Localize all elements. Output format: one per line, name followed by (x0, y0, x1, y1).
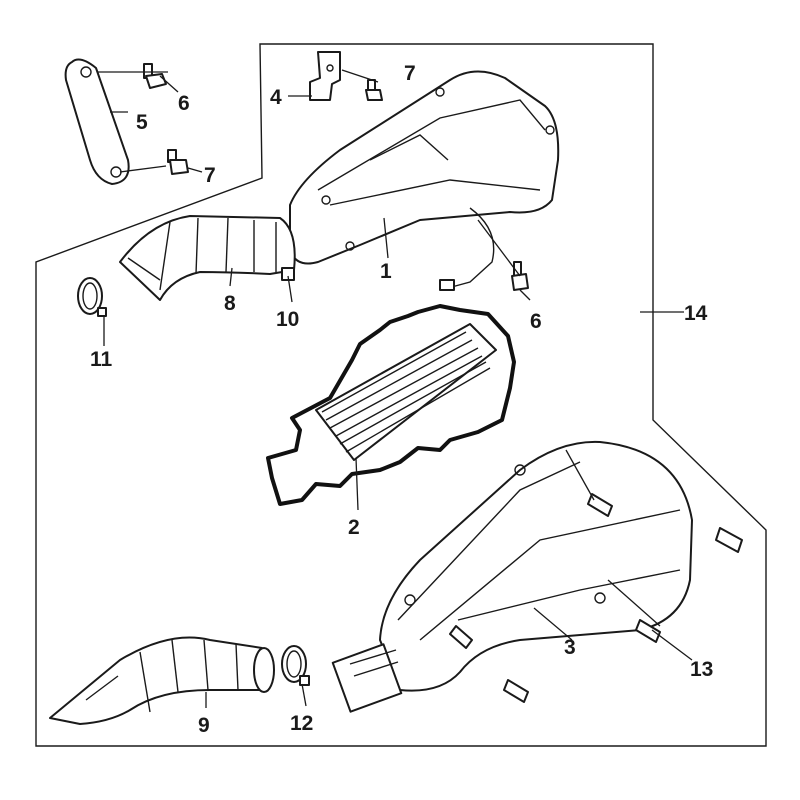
label-8: 8 (224, 292, 236, 315)
label-9: 9 (198, 714, 210, 737)
part-7-bolt-top (365, 79, 383, 101)
part-6-bolt-right (511, 261, 529, 291)
label-6-upper: 6 (178, 92, 190, 115)
assembly-boundary-outline (35, 43, 767, 747)
label-12: 12 (290, 712, 313, 735)
part-13-screws (449, 493, 743, 703)
part-3-lower-case (331, 440, 693, 713)
label-7-left: 7 (204, 164, 216, 187)
part-1-upper-case (289, 70, 560, 291)
label-11: 11 (90, 348, 113, 371)
part-5-plate (64, 58, 130, 185)
label-6-right: 6 (530, 310, 542, 333)
label-3: 3 (564, 636, 576, 659)
label-1: 1 (380, 260, 392, 283)
label-13: 13 (690, 658, 713, 681)
part-12-clamp-ring (281, 645, 310, 686)
leader-lines (98, 69, 693, 708)
label-7-top: 7 (404, 62, 416, 85)
label-4: 4 (270, 86, 282, 109)
part-9-outlet-duct (49, 636, 275, 725)
part-4-bracket (309, 51, 341, 101)
part-2-filter-element (266, 304, 516, 506)
part-8-intake-duct (119, 215, 296, 301)
part-6-bolt-upper (143, 63, 167, 89)
label-2: 2 (348, 516, 360, 539)
part-7-bolt-lower (167, 149, 189, 175)
label-5: 5 (136, 111, 148, 134)
label-14: 14 (684, 302, 708, 325)
label-10: 10 (276, 308, 299, 331)
part-11-clamp-ring (77, 277, 107, 317)
